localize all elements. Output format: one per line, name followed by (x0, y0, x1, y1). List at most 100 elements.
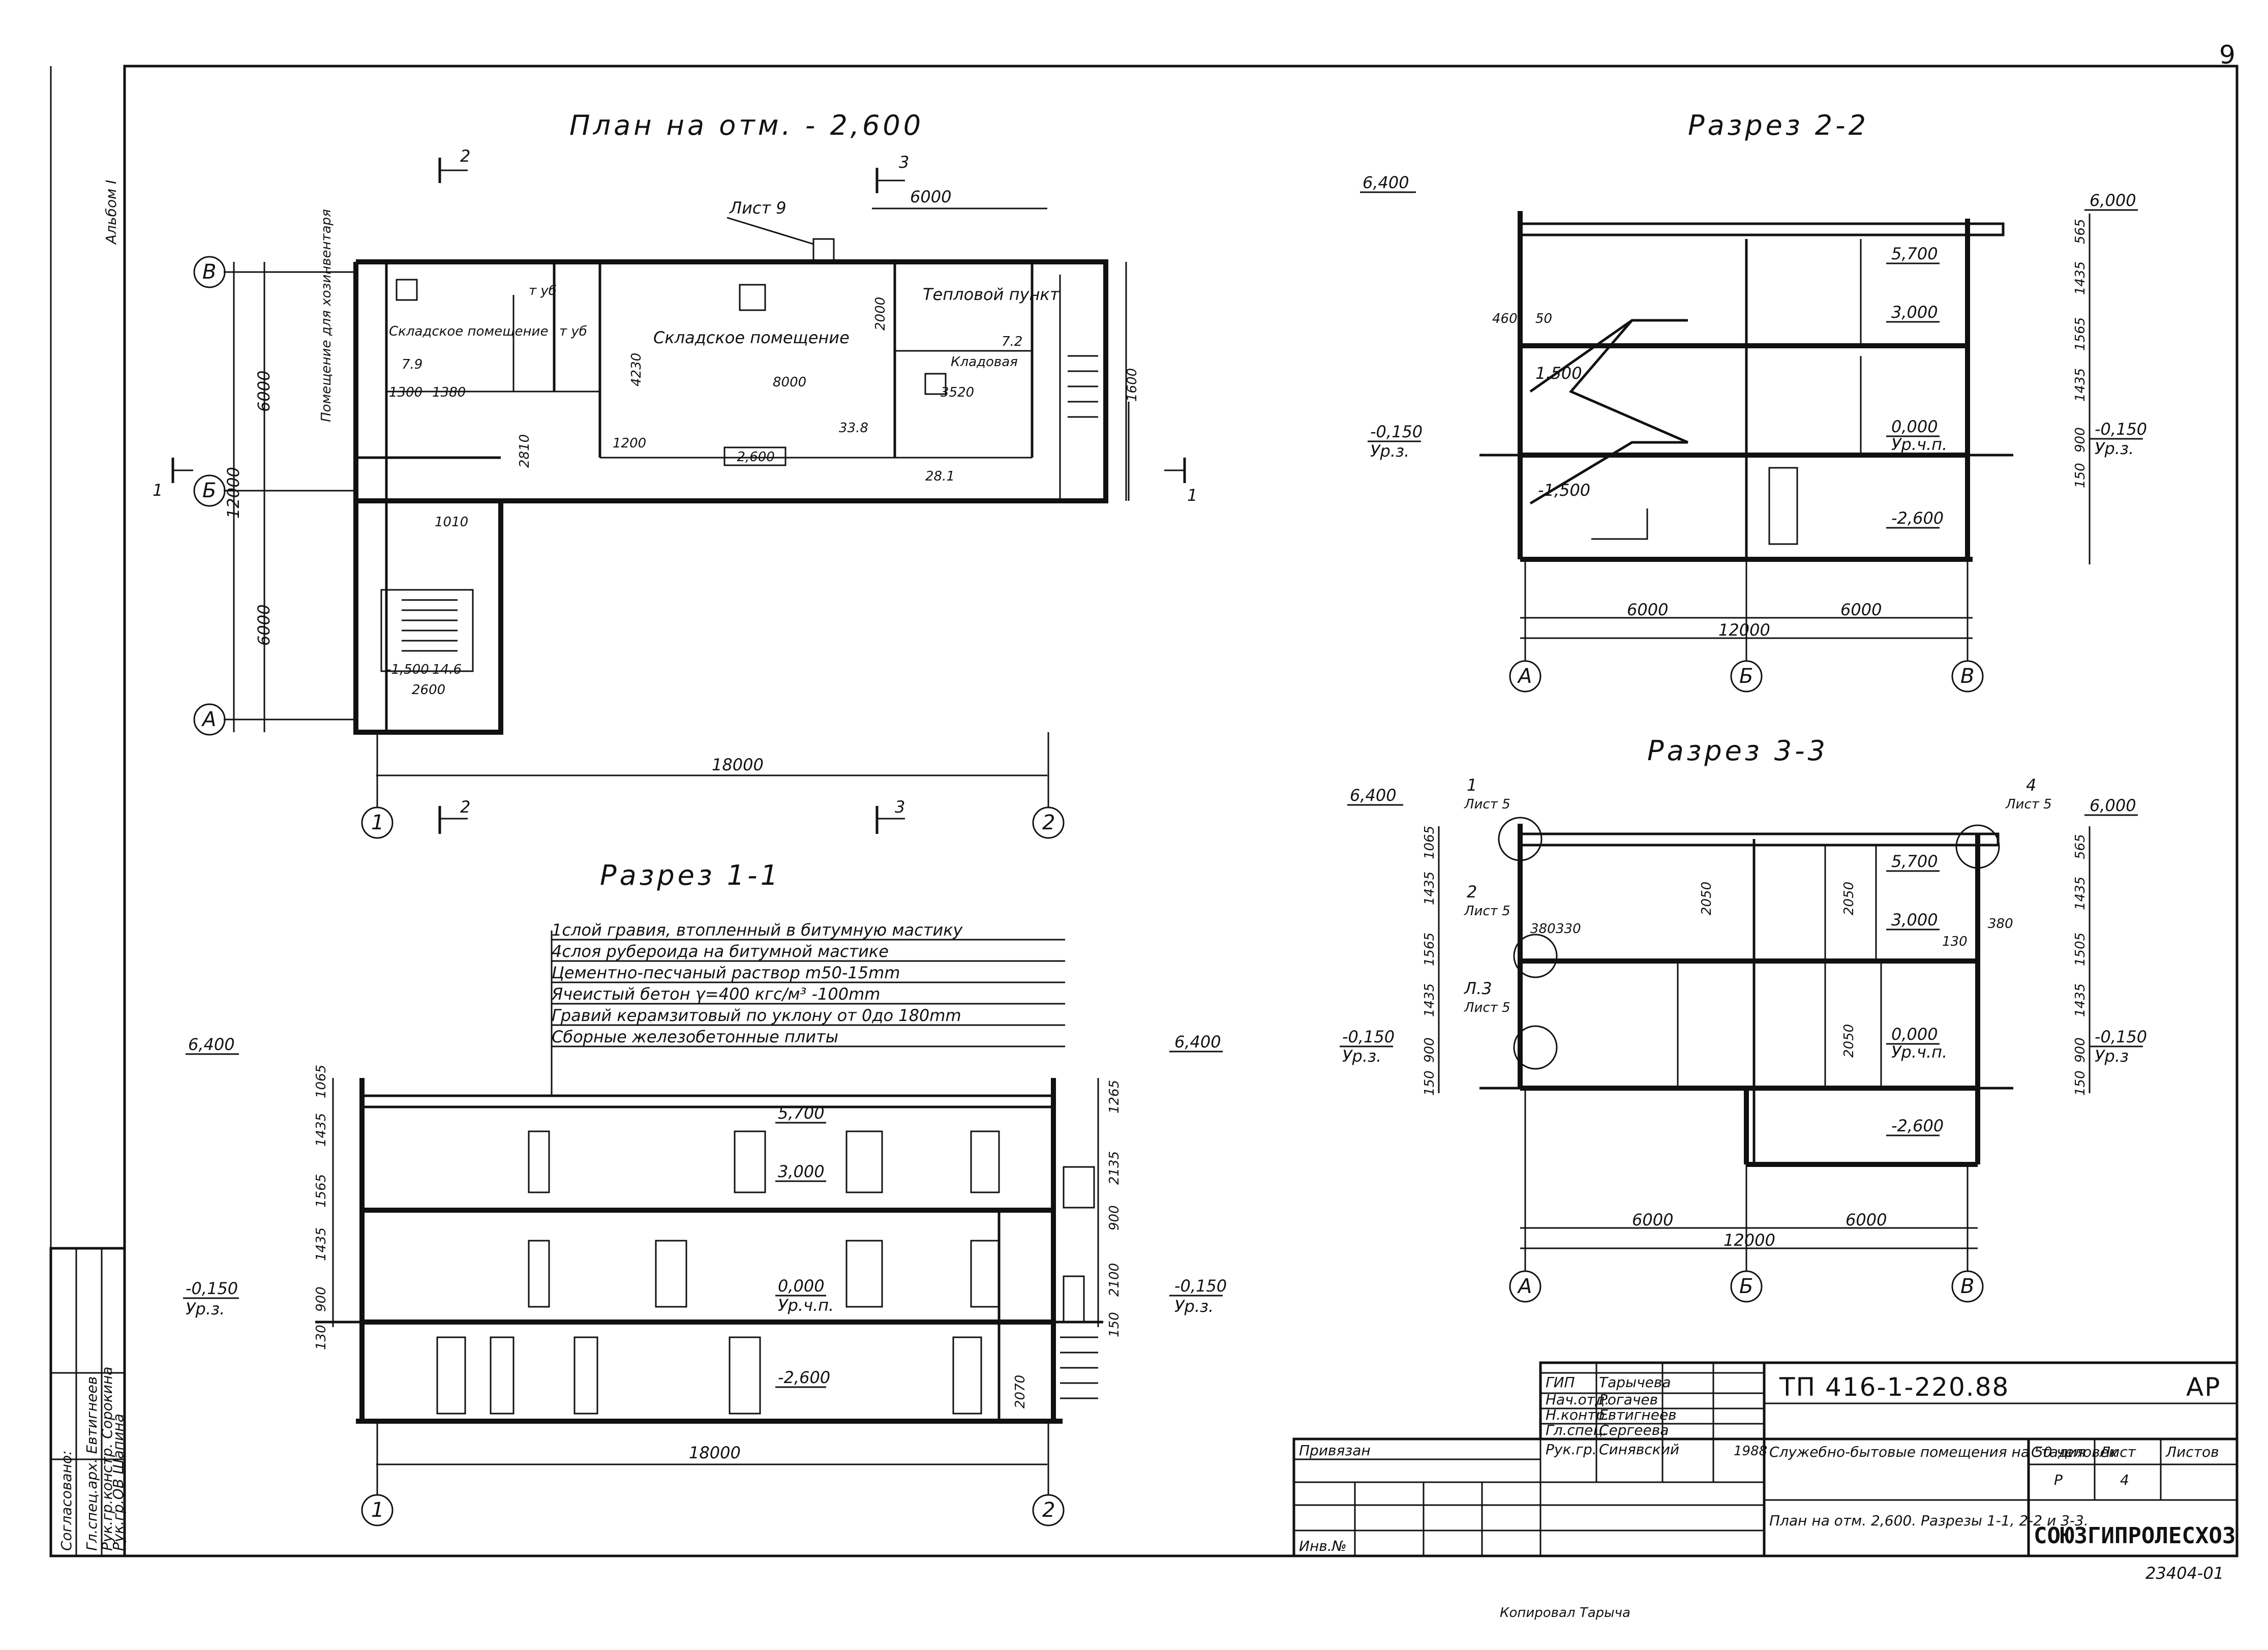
section11-mark-0150-left: -0,150 (186, 1279, 238, 1298)
section22-dim-r4: 1435 (2073, 368, 2088, 402)
section22-mark-3000: 3,000 (1891, 303, 1938, 322)
plan-dim-1380: 1380 (432, 385, 466, 400)
section22-wall-50: 50 (1535, 311, 1552, 326)
tb-name-5: Синявский (1599, 1441, 1679, 1458)
section11-layer-2: 4слоя рубероида на битумной мастике (552, 942, 889, 961)
plan-section-mark-2-bottom: 2 (460, 797, 470, 817)
section33-height-3: 2050 (1841, 1024, 1857, 1058)
section33-dim-r1: 565 (2073, 834, 2088, 859)
tb-org: СОЮЗГИПРОЛЕСХОЗ (2034, 1523, 2235, 1549)
plan-dim-4230: 4230 (629, 353, 644, 386)
plan-dim-6000-top: 6000 (910, 187, 951, 206)
section33-dim-l6: 150 (1422, 1070, 1437, 1096)
section11-mark-2600: -2,600 (778, 1368, 830, 1387)
plan-axis-1: 1 (371, 811, 384, 834)
tb-name-3: Евтигнеев (1599, 1406, 1677, 1423)
room-inventory: Помещение для хозинвентаря (319, 209, 334, 422)
section11-mark-3000: 3,000 (778, 1162, 825, 1181)
plan-dim-6000-upper: 6000 (254, 371, 274, 412)
section11-dim-l1: 1065 (314, 1065, 329, 1098)
section11-layer-4: Ячеистый бетон γ=400 кгс/м³ -100mm (551, 984, 880, 1004)
approval-row-1: Гл.спец.арх. Евтигнеев (83, 1376, 100, 1551)
title-block: ТП 416-1-220.88 АР ГИП Тарычева Нач.отд.… (1292, 1361, 2239, 1621)
plan-dim-1600: 1600 (1125, 368, 1140, 402)
section22-mark-2600: -2,600 (1891, 508, 1944, 528)
section22-dim-r6: 150 (2073, 463, 2088, 488)
section22-wall-460: 460 (1492, 311, 1518, 326)
sheet-number: 9 (2219, 40, 2236, 70)
section33-mark-urch: Ур.ч.п. (1891, 1042, 1947, 1062)
section22-dim-12000: 12000 (1718, 620, 1770, 640)
section33-mark-2600: -2,600 (1891, 1116, 1944, 1135)
tb-role-1: ГИП (1546, 1374, 1575, 1391)
section11-layer-5: Гравий керамзитовый по уклону от 0до 180… (552, 1006, 961, 1025)
section33-callout-3-sheet: Лист 5 (1464, 1000, 1510, 1015)
plan-axis-b: Б (202, 479, 216, 502)
tb-name-1: Тарычева (1599, 1374, 1671, 1391)
plan-dim-18000: 18000 (712, 755, 764, 774)
section11-mark-urz-right: Ур.з. (1174, 1297, 1214, 1316)
section11-dim-l6: 130 (314, 1325, 329, 1350)
section33-mark-urz-right: Ур.з (2095, 1046, 2129, 1066)
tb-doc-no: 23404-01 (2145, 1564, 2224, 1583)
section11-dim-18000: 18000 (689, 1443, 741, 1462)
section33-mark-0000: 0,000 (1891, 1025, 1938, 1044)
plan-dim-3520: 3520 (941, 385, 974, 400)
section33-mark-0150-right: -0,150 (2095, 1027, 2147, 1046)
section22-dim-r5: 900 (2073, 427, 2088, 453)
plan-dim-1300: 1300 (389, 385, 422, 400)
plan-dim-8000: 8000 (773, 375, 806, 390)
section22-mark-5700: 5,700 (1891, 244, 1938, 263)
section11-mark-urz-left: Ур.з. (186, 1299, 225, 1318)
section11-dim-r3: 900 (1107, 1205, 1122, 1231)
section33-height-2: 2050 (1841, 882, 1857, 915)
tb-project: Служебно-бытовые помещения на 50 человек (1769, 1444, 2118, 1460)
room-storage-small: Складское помещение (389, 324, 548, 339)
section33-dim-l2: 1435 (1422, 872, 1437, 905)
section11-dim-r4: 2100 (1107, 1263, 1122, 1297)
section11-layer-1: 1слой гравия, втопленный в битумную маст… (552, 920, 963, 940)
section11-dim-l4: 1435 (314, 1227, 329, 1261)
section33-dim-6000-left: 6000 (1632, 1210, 1673, 1229)
section11-title: Разрез 1-1 (600, 859, 781, 891)
section33-axis-b: Б (1739, 1275, 1753, 1298)
section33-height-1: 2050 (1699, 882, 1714, 915)
plan-axis-v: В (202, 260, 216, 284)
tb-year: 1988 (1734, 1444, 1767, 1459)
tb-sheet: 4 (2120, 1472, 2129, 1488)
section-3-3: Разрез 3-3 1 Лист 5 2 Лист 5 Л.3 Лист 5 … (1340, 735, 2147, 1303)
plan-dim-1200: 1200 (613, 436, 646, 451)
tb-role-4: Гл.спец. (1546, 1422, 1607, 1438)
section33-axis-a: А (1517, 1275, 1532, 1298)
tb-name-2: Рогачев (1599, 1391, 1658, 1408)
section11-layer-3: Цементно-песчаный раствор m50-15mm (552, 963, 900, 982)
section33-wall-380-l: 380 (1530, 921, 1556, 937)
section33-wall-130: 130 (1942, 934, 1968, 949)
section-2-2: Разрез 2-2 6,400 6,000 5,700 3,000 1,500… (1360, 109, 2147, 693)
plan-dim-2810: 2810 (517, 434, 532, 468)
plan-axis-2: 2 (1042, 811, 1055, 834)
plan-stair-mark: -1,500 (386, 662, 429, 677)
plan-section-mark-1-left: 1 (153, 481, 163, 500)
tb-copied: Копировал Тарыча (1500, 1605, 1630, 1621)
approval-stamp: Согласовано: Гл.спец.арх. Евтигнеев Рук.… (49, 1247, 127, 1557)
section11-mark-0150-right: -0,150 (1174, 1276, 1227, 1296)
section22-mark-top-right: 6,000 (2090, 191, 2136, 210)
section11-mark-5700: 5,700 (778, 1103, 825, 1123)
section22-mark-urz-left: Ур.з. (1370, 441, 1409, 461)
plan-sheet-ref: Лист 9 (729, 198, 787, 218)
section33-mark-top-left: 6,400 (1350, 786, 1397, 805)
tb-attached: Привязан (1299, 1442, 1371, 1459)
plan-level-mark: -2,600 (732, 449, 775, 465)
section22-mark-0000: 0,000 (1891, 417, 1938, 436)
section33-dim-r6: 150 (2073, 1070, 2088, 1096)
section11-dim-l5: 900 (314, 1286, 329, 1312)
section11-axis-2: 2 (1042, 1498, 1055, 1522)
corridor2-area: 28.1 (925, 469, 955, 484)
tb-role-3: Н.контр. (1546, 1406, 1609, 1423)
section11-mark-top-right: 6,400 (1174, 1032, 1221, 1052)
section22-title: Разрез 2-2 (1688, 109, 1869, 141)
approval-row-3: Рук.гр.ОВ Шапина (110, 1414, 127, 1551)
section33-mark-0150-left: -0,150 (1342, 1027, 1395, 1046)
tb-stage-header: Стадия (2031, 1444, 2085, 1460)
